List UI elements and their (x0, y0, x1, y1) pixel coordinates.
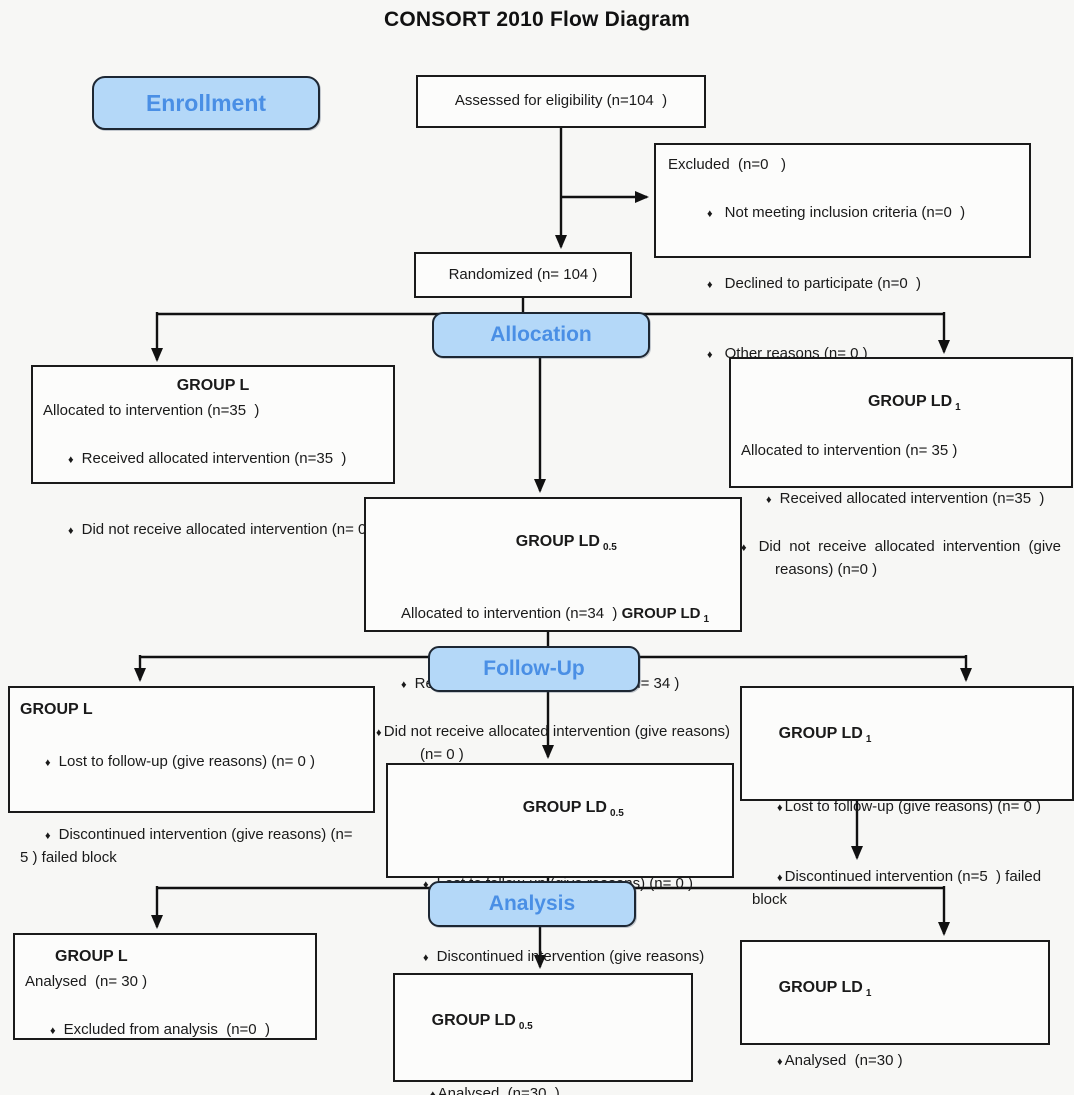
an-group-ld05-box: GROUP LD0.5 ♦Analysed (n=30 ) ♦Excluded … (393, 973, 693, 1095)
alloc-bullet: ♦Did not receive allocated intervention … (741, 538, 1061, 578)
fu-bullet: ♦Lost to follow-up (give reasons) (n= 0 … (45, 752, 316, 770)
allocated-line: Allocated to intervention (n= 35 ) (741, 442, 958, 459)
alloc-bullet: ♦Did not receive allocated intervention … (376, 723, 730, 763)
randomized-text: Randomized (n= 104 ) (448, 265, 598, 283)
randomized-box: Randomized (n= 104 ) (414, 252, 632, 298)
diamond-bullet-icon: ♦ (68, 524, 74, 537)
an-group-l-box: GROUP L Analysed (n= 30 ) ♦Excluded from… (13, 933, 317, 1040)
diamond-bullet-icon: ♦ (707, 349, 713, 361)
fu-bullet: ♦Discontinued intervention (give reasons… (20, 826, 357, 866)
alloc-group-l-box: GROUP L Allocated to intervention (n=35 … (31, 365, 395, 538)
diamond-bullet-icon: ♦ (45, 756, 51, 769)
diamond-bullet-icon: ♦ (423, 952, 429, 964)
stage-label-followup: Follow-Up (428, 646, 640, 692)
alloc-bullet: ♦Received allocated intervention (n=35 ) (766, 490, 1045, 507)
group-title: GROUP L (55, 948, 128, 965)
diamond-bullet-icon: ♦ (777, 872, 783, 884)
diamond-bullet-icon: ♦ (430, 1088, 436, 1095)
diamond-bullet-icon: ♦ (766, 494, 772, 506)
stage-label-analysis: Analysis (428, 881, 636, 927)
alloc-bullet: ♦Received allocated intervention (n=35 ) (68, 450, 347, 467)
excluded-box: Excluded (n=0 ) ♦Not meeting inclusion c… (654, 143, 1031, 362)
diamond-bullet-icon: ♦ (401, 679, 407, 691)
diamond-bullet-icon: ♦ (68, 454, 74, 466)
an-bullet: ♦Analysed (n=30 ) (777, 1051, 903, 1069)
assessed-eligibility-box: Assessed for eligibility (n=104 ) (416, 75, 706, 128)
diamond-bullet-icon: ♦ (423, 878, 429, 891)
alloc-bullet: ♦Did not receive allocated intervention … (68, 520, 367, 538)
fu-group-l-box: GROUP L ♦Lost to follow-up (give reasons… (8, 686, 375, 866)
excluded-title: Excluded (n=0 ) (668, 156, 786, 173)
diamond-bullet-icon: ♦ (50, 1025, 56, 1037)
analysed-line: Analysed (n= 30 ) (25, 973, 148, 990)
an-bullet: ♦Excluded from analysis (n=0 ) (50, 1021, 270, 1038)
excluded-bullet: ♦Declined to participate (n=0 ) (707, 274, 921, 292)
excluded-bullet: ♦Not meeting inclusion criteria (n=0 ) (707, 204, 966, 221)
group-title: GROUP L (20, 701, 93, 718)
diamond-bullet-icon: ♦ (741, 542, 751, 554)
stage-label-allocation: Allocation (432, 312, 650, 358)
allocated-line: Allocated to intervention (n=34 ) GROUP … (401, 604, 710, 625)
an-bullet: ♦Analysed (n=30 ) (405, 1060, 681, 1095)
diamond-bullet-icon: ♦ (777, 801, 783, 814)
diamond-bullet-icon: ♦ (45, 830, 51, 842)
group-title: GROUP L (176, 377, 250, 394)
diamond-bullet-icon: ♦ (707, 278, 713, 291)
assessed-eligibility-text: Assessed for eligibility (n=104 ) (454, 92, 668, 110)
fu-bullet: ♦Discontinued intervention (n=5 ) failed… (752, 868, 1046, 908)
page-title: CONSORT 2010 Flow Diagram (383, 8, 691, 31)
an-group-ld1-box: GROUP LD1 ♦Analysed (n=30 ) ♦Excluded fr… (740, 940, 1050, 1069)
diamond-bullet-icon: ♦ (777, 1055, 783, 1068)
fu-group-ld05-box: GROUP LD0.5 ♦Lost to follow-up (give rea… (386, 763, 734, 988)
stage-label-enrollment: Enrollment (92, 76, 320, 130)
diamond-bullet-icon: ♦ (707, 208, 713, 220)
fu-bullet: ♦Lost to follow-up (give reasons) (n= 0 … (777, 797, 1042, 815)
diamond-bullet-icon: ♦ (376, 727, 382, 739)
allocated-line: Allocated to intervention (n=35 ) (43, 402, 260, 419)
